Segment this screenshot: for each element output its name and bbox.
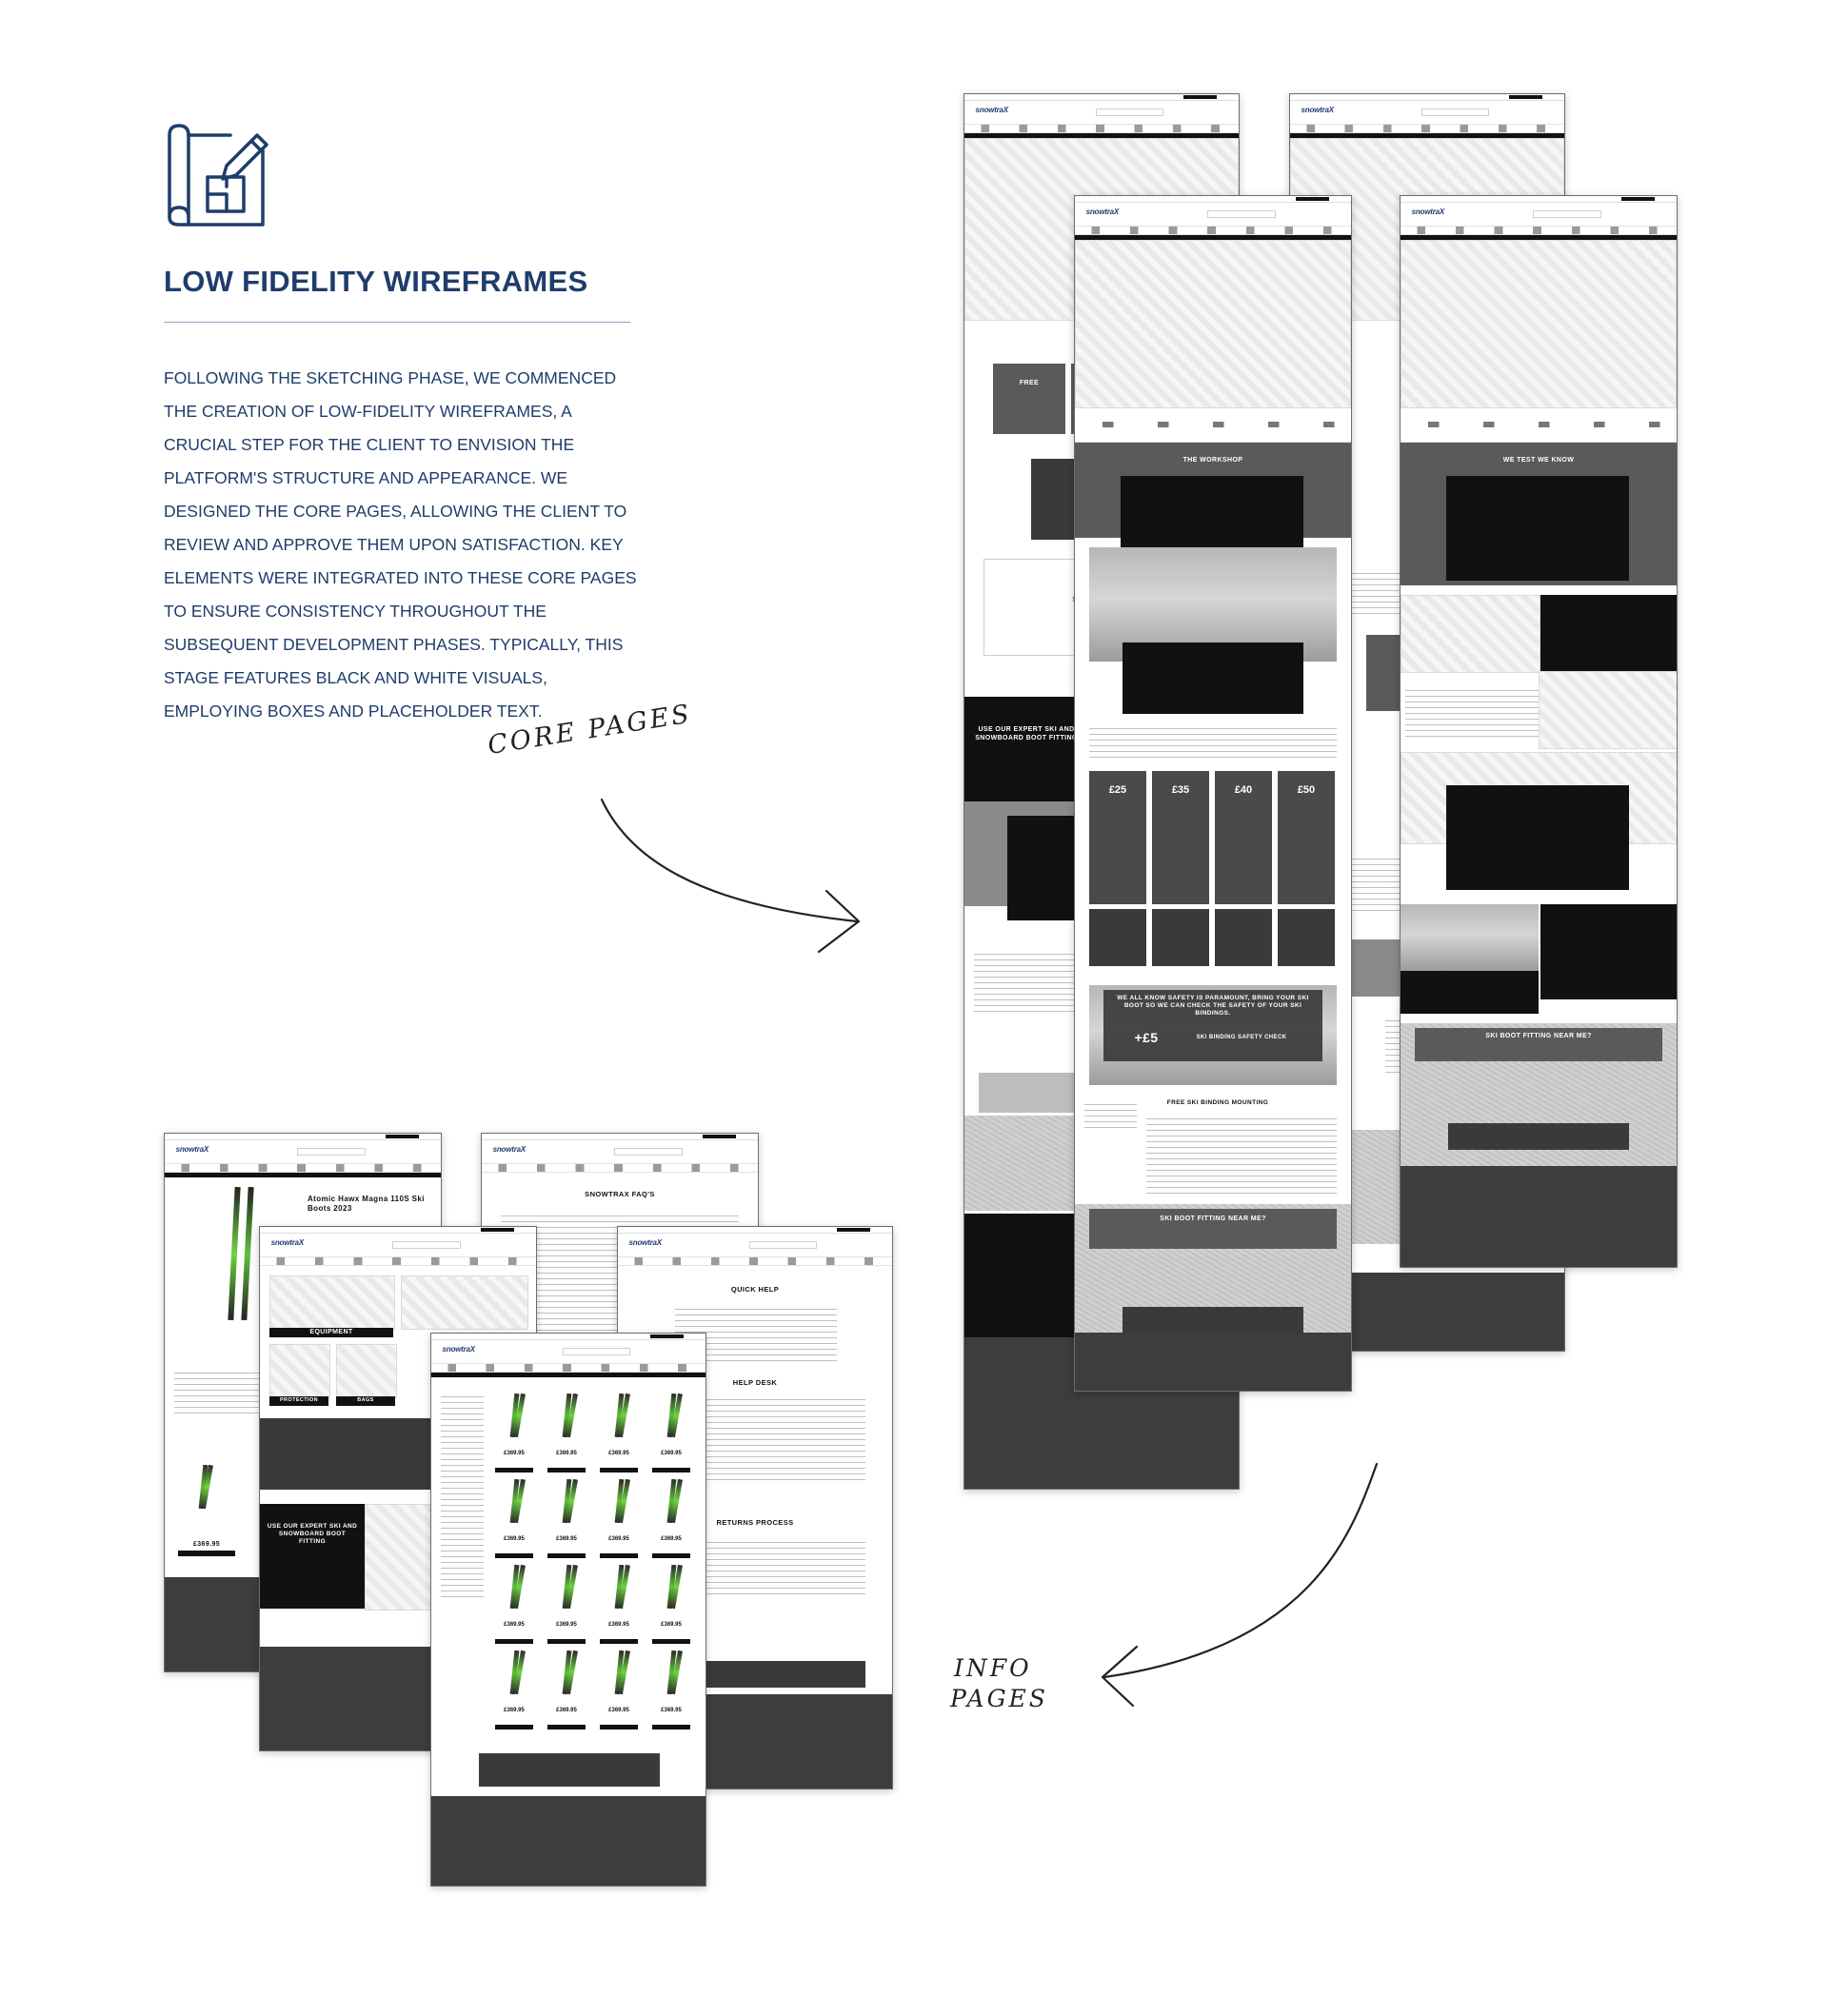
category-equipment: EQUIPMENT: [309, 1329, 353, 1335]
near-me-banner: SKI BOOT FITTING NEAR ME?: [1160, 1216, 1266, 1222]
price-tier-2: £35: [1171, 784, 1190, 796]
info-pages-note-line1: INFO: [954, 1654, 1032, 1682]
product-tile[interactable]: £369.95: [490, 1649, 538, 1729]
product-tile[interactable]: £369.95: [543, 1563, 590, 1644]
add-to-basket-button[interactable]: [652, 1468, 690, 1472]
wireframe-info-listing-page: snowtraX £369.95£369.95£369.95£369.95£36…: [430, 1333, 706, 1887]
product-tile[interactable]: £369.95: [595, 1477, 643, 1558]
add-to-basket-button[interactable]: [547, 1725, 586, 1729]
product-tile-price: £369.95: [504, 1451, 525, 1456]
brand-logo: snowtraX: [1085, 208, 1120, 216]
add-to-basket-button[interactable]: [495, 1639, 533, 1644]
brand-logo: snowtraX: [492, 1145, 527, 1154]
workshop-title: THE WORKSHOP: [1182, 457, 1243, 464]
add-to-basket-button[interactable]: [547, 1639, 586, 1644]
product-tile[interactable]: £369.95: [543, 1649, 590, 1729]
brand-logo: snowtraX: [270, 1238, 305, 1247]
intro-paragraph: FOLLOWING THE SKETCHING PHASE, WE COMMEN…: [164, 368, 637, 721]
product-tile[interactable]: £369.95: [490, 1477, 538, 1558]
brand-logo: snowtraX: [1411, 208, 1445, 216]
near-me-banner: SKI BOOT FITTING NEAR ME?: [1485, 1033, 1592, 1039]
product-tile[interactable]: £369.95: [543, 1477, 590, 1558]
safety-check-label: SKI BINDING SAFETY CHECK: [1196, 1035, 1287, 1040]
product-tile-price: £369.95: [608, 1536, 629, 1542]
info-pages-arrow-icon: [1101, 1462, 1379, 1708]
add-to-basket-button[interactable]: [495, 1553, 533, 1558]
product-tile[interactable]: £369.95: [543, 1392, 590, 1472]
add-to-basket-button[interactable]: [495, 1468, 533, 1472]
product-tile[interactable]: £369.95: [490, 1392, 538, 1472]
brand-logo: snowtraX: [442, 1345, 476, 1354]
product-tile-price: £369.95: [608, 1622, 629, 1628]
product-tile[interactable]: £369.95: [595, 1649, 643, 1729]
add-to-basket-button[interactable]: [600, 1468, 638, 1472]
add-to-basket-button[interactable]: [652, 1553, 690, 1558]
product-tile-price: £369.95: [556, 1536, 577, 1542]
core-pages-arrow-icon: [600, 798, 861, 954]
brand-logo: snowtraX: [975, 106, 1009, 114]
safety-banner: WE ALL KNOW SAFETY IS PARAMOUNT, BRING Y…: [1117, 995, 1309, 1017]
returns-title: RETURNS PROCESS: [716, 1518, 794, 1527]
price-tier-1: £25: [1108, 784, 1127, 796]
product-tile[interactable]: £369.95: [490, 1563, 538, 1644]
wireframe-core-page-workshop: snowtraX THE WORKSHOP £25 £35 £40 £50 WE…: [1074, 195, 1352, 1392]
page-title: LOW FIDELITY WIREFRAMES: [164, 265, 588, 298]
boot-fitting-cta: USE OUR EXPERT SKI AND SNOWBOARD BOOT FI…: [975, 726, 1078, 741]
price-tier-3: £40: [1234, 784, 1253, 796]
info-pages-note-line2: PAGES: [950, 1685, 1048, 1712]
add-to-basket-button[interactable]: [495, 1725, 533, 1729]
free-mounting-title: FREE SKI BINDING MOUNTING: [1166, 1099, 1269, 1106]
we-test-title: WE TEST WE KNOW: [1502, 457, 1575, 464]
product-tile-price: £369.95: [504, 1536, 525, 1542]
add-to-basket-button[interactable]: [600, 1553, 638, 1558]
add-to-basket-button[interactable]: [600, 1639, 638, 1644]
wireframe-info-category-page: snowtraX EQUIPMENT PROTECTION BAGS USE O…: [259, 1226, 537, 1751]
product-tile-price: £369.95: [661, 1622, 682, 1628]
blueprint-pencil-icon: [168, 124, 268, 227]
product-tile-price: £369.95: [661, 1708, 682, 1713]
product-title: Atomic Hawx Magna 110S Ski Boots 2023: [308, 1195, 425, 1213]
add-to-basket-button[interactable]: [600, 1725, 638, 1729]
add-to-basket-button[interactable]: [547, 1553, 586, 1558]
product-grid: £369.95 £369.95 £369.95 £369.95 £369.95 £369.…: [490, 1392, 700, 1739]
product-tile-price: £369.95: [504, 1708, 525, 1713]
help-desk-title: HELP DESK: [732, 1378, 778, 1387]
product-tile[interactable]: £369.95: [647, 1649, 695, 1729]
category-bags: BAGS: [357, 1397, 374, 1403]
product-tile[interactable]: £369.95: [647, 1563, 695, 1644]
price-tier-4: £50: [1297, 784, 1316, 796]
brand-logo: snowtraX: [628, 1238, 663, 1247]
add-to-basket-button[interactable]: [547, 1468, 586, 1472]
product-tile-price: £369.95: [556, 1451, 577, 1456]
product-tile[interactable]: £369.95: [595, 1392, 643, 1472]
safety-price: +£5: [1134, 1030, 1159, 1045]
wireframe-core-page-we-test: snowtraX WE TEST WE KNOW SKI BOOT FITTIN…: [1400, 195, 1678, 1268]
product-tile[interactable]: £369.95: [647, 1477, 695, 1558]
product-tile-price: £369.95: [661, 1451, 682, 1456]
add-to-basket-button[interactable]: [652, 1639, 690, 1644]
category-boot-fitting-cta: USE OUR EXPERT SKI AND SNOWBOARD BOOT FI…: [267, 1523, 358, 1545]
brand-logo: snowtraX: [175, 1145, 209, 1154]
product-tile-price: £369.95: [661, 1536, 682, 1542]
product-tile-price: £369.95: [608, 1451, 629, 1456]
quick-help-title: QUICK HELP: [730, 1285, 780, 1294]
product-tile-price: £369.95: [556, 1708, 577, 1713]
faq-title: SNOWTRAX FAQ'S: [585, 1190, 655, 1198]
free-label: FREE: [1019, 380, 1040, 386]
add-to-basket-button[interactable]: [652, 1725, 690, 1729]
product-tile-price: £369.95: [608, 1708, 629, 1713]
product-tile-price: £369.95: [556, 1622, 577, 1628]
product-tile-price: £369.95: [504, 1622, 525, 1628]
title-divider: [164, 322, 630, 323]
category-protection: PROTECTION: [279, 1397, 319, 1403]
product-price: £369.95: [192, 1541, 221, 1548]
product-tile[interactable]: £369.95: [595, 1563, 643, 1644]
product-tile[interactable]: £369.95: [647, 1392, 695, 1472]
brand-logo: snowtraX: [1301, 106, 1335, 114]
